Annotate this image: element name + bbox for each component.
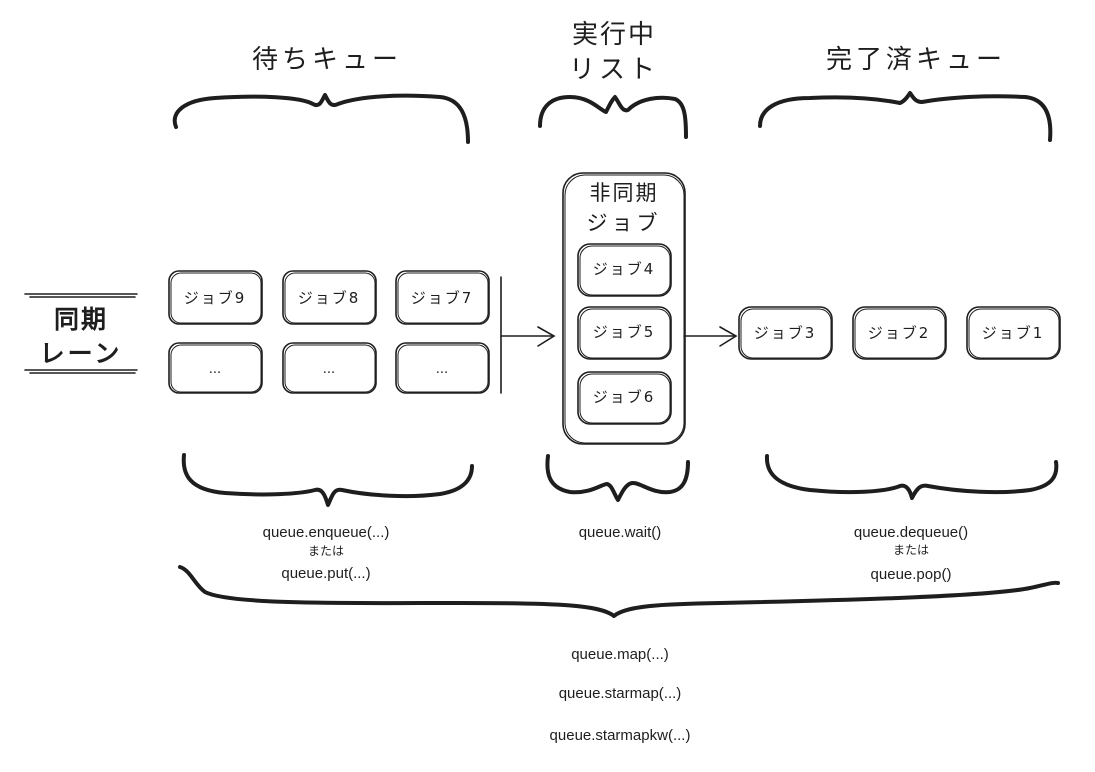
placeholder-ellipsis: ... [323,362,335,377]
waiting-queue-title: 待ちキュー [252,45,402,75]
sync-lane-label-line2: レーン [40,339,123,368]
placeholder-ellipsis: ... [209,362,221,377]
all-queues-bottom-brace [178,565,1060,618]
or-label-right: または [893,543,929,557]
waiting-placeholder-card: ... [168,342,263,394]
running-list-top-brace [538,95,688,139]
running-list-title-line1: 実行中 [572,20,656,50]
running-job-card: ジョブ6 [577,371,672,425]
waiting-queue-bottom-brace [181,453,474,507]
arrow-to-running-head [537,326,556,347]
method-map: queue.map(...) [571,646,669,663]
method-pop: queue.pop() [871,566,952,583]
sync-lane-label-line1: 同期 [54,305,108,334]
arrow-to-completed-head [719,326,738,347]
placeholder-ellipsis: ... [436,362,448,377]
running-job-card: ジョブ5 [577,306,672,360]
completed-job-card: ジョブ3 [738,306,833,360]
waiting-job-label: ジョブ8 [298,289,361,307]
waiting-job-label: ジョブ7 [411,289,474,307]
async-group-title-line2: ジョブ [587,211,662,235]
method-dequeue: queue.dequeue() [854,524,968,541]
completed-queue-top-brace [758,91,1053,142]
waiting-job-label: ジョブ9 [184,289,247,307]
running-list-title-line2: リスト [569,55,659,85]
waiting-placeholder-card: ... [282,342,377,394]
running-job-label: ジョブ4 [593,260,656,278]
completed-job-label: ジョブ3 [754,324,817,342]
method-wait: queue.wait() [579,524,662,541]
method-starmapkw: queue.starmapkw(...) [550,727,691,744]
completed-job-card: ジョブ1 [966,306,1061,360]
async-group-title-line1: 非同期 [590,181,659,205]
method-starmap: queue.starmap(...) [559,685,682,702]
completed-job-card: ジョブ2 [852,306,947,360]
completed-queue-title: 完了済キュー [826,45,1006,75]
completed-job-label: ジョブ2 [868,324,931,342]
waiting-placeholder-card: ... [395,342,490,394]
or-label-left: または [308,544,344,558]
waiting-job-card: ジョブ7 [395,270,490,325]
running-list-bottom-brace [545,454,690,502]
running-job-label: ジョブ6 [593,388,656,406]
method-put: queue.put(...) [281,565,370,582]
running-job-label: ジョブ5 [593,323,656,341]
completed-queue-bottom-brace [764,454,1059,500]
waiting-job-card: ジョブ9 [168,270,263,325]
method-enqueue: queue.enqueue(...) [263,524,390,541]
running-job-card: ジョブ4 [577,243,672,297]
waiting-queue-top-brace [172,93,470,144]
completed-job-label: ジョブ1 [982,324,1045,342]
waiting-job-card: ジョブ8 [282,270,377,325]
